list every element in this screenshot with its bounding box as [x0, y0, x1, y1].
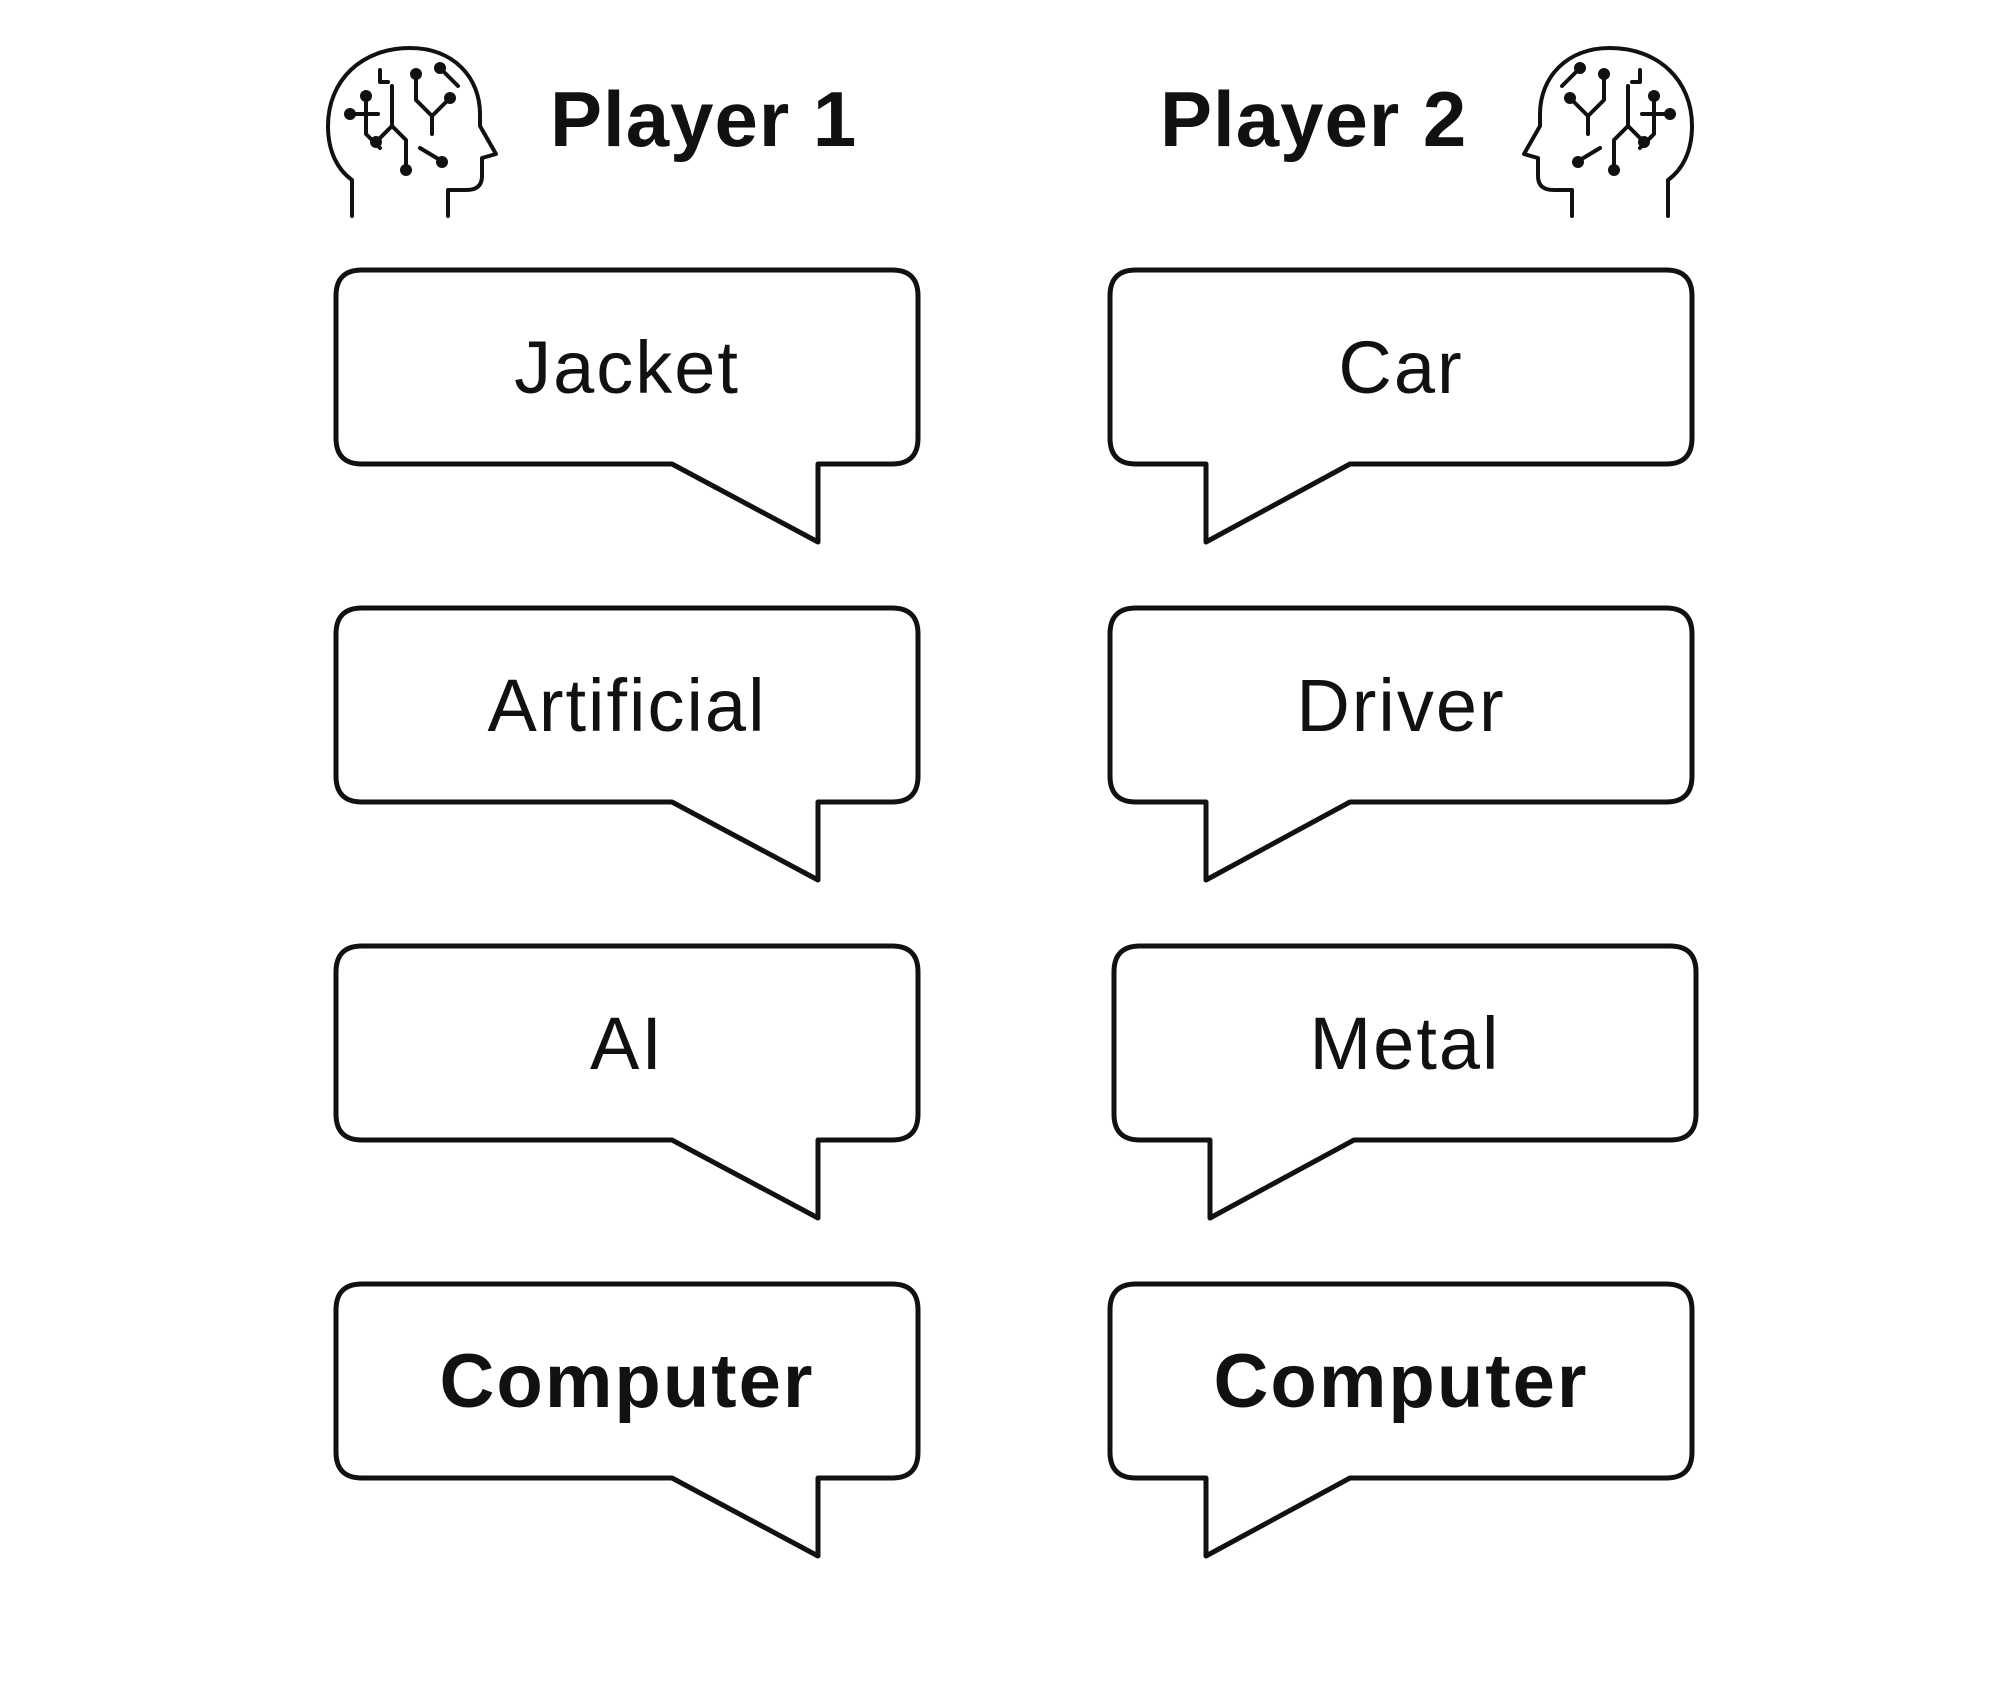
player-2-word-bubble: Computer	[1106, 1281, 1706, 1572]
player-2-word-bubble: Driver	[1106, 605, 1706, 896]
player-2-name: Player 2	[1160, 75, 1468, 163]
player-1-final-word: Computer	[439, 1339, 815, 1424]
player-2-word-2: Driver	[1296, 664, 1506, 747]
brain-circuit-head-icon	[1510, 30, 1700, 220]
player-1-word-2: Artificial	[487, 664, 767, 747]
player-2-word-1: Car	[1338, 326, 1464, 409]
player-1-header: Player 1	[320, 30, 880, 220]
player-2-word-bubble: Metal	[1110, 943, 1710, 1234]
brain-circuit-head-icon	[320, 30, 510, 220]
player-1-word-3: AI	[590, 1002, 664, 1085]
player-1-word-bubble: Jacket	[332, 267, 932, 558]
player-1-word-bubble: Computer	[332, 1281, 932, 1572]
player-1-word-1: Jacket	[514, 326, 740, 409]
player-2-word-3: Metal	[1309, 1002, 1501, 1085]
player-1-name: Player 1	[550, 75, 858, 163]
player-1-word-bubble: Artificial	[332, 605, 932, 896]
player-2-final-word: Computer	[1213, 1339, 1589, 1424]
player-2-header: Player 2	[1140, 30, 1700, 220]
player-2-word-bubble: Car	[1106, 267, 1706, 558]
player-1-word-bubble: AI	[332, 943, 932, 1234]
